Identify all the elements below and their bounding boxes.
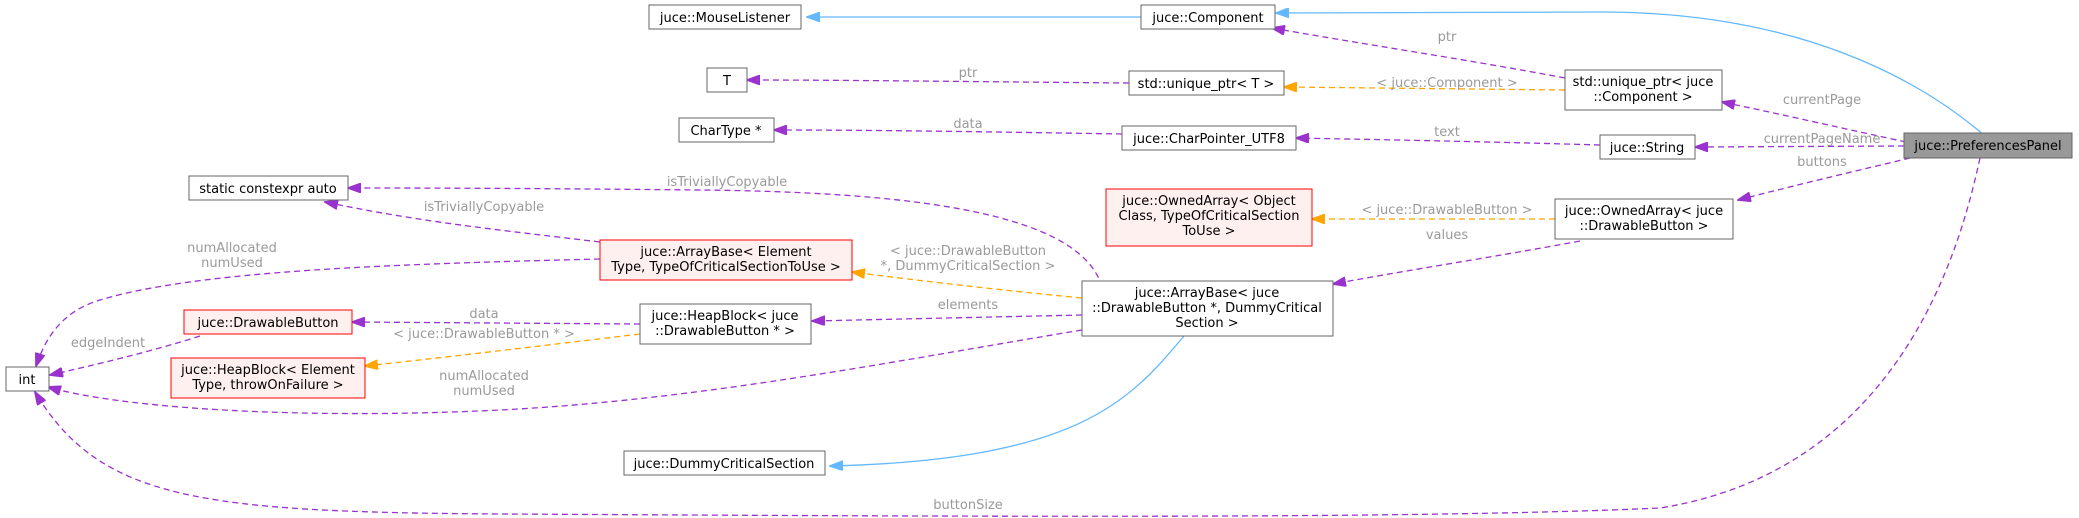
edge-current-page-name: [1695, 146, 1905, 147]
node-heapblock-element-label-1: juce::HeapBlock< Element: [180, 363, 355, 378]
node-heapblock-drawable-label-2: ::DrawableButton * >: [655, 324, 795, 339]
node-ownedarray-drawable-label-1: juce::OwnedArray< juce: [1564, 204, 1723, 219]
node-charpointer[interactable]: juce::CharPointer_UTF8: [1121, 125, 1297, 151]
node-heapblock-element-label-2: Type, throwOnFailure >: [191, 378, 343, 393]
label-edge-indent: edgeIndent: [71, 336, 145, 351]
node-unique-ptr-component[interactable]: std::unique_ptr< juce ::Component >: [1564, 69, 1723, 111]
node-ownedarray-object-label-3: ToUse >: [1182, 224, 1236, 239]
edge-elements: [812, 314, 1083, 321]
label-template-arraybase-a: < juce::DrawableButton: [890, 244, 1046, 259]
node-component-label: juce::Component: [1151, 11, 1263, 26]
label-button-size: buttonSize: [933, 498, 1003, 513]
node-unique-ptr-component-label-2: ::Component >: [1593, 90, 1692, 105]
node-preferences-panel-label: juce::PreferencesPanel: [1913, 139, 2061, 154]
edge-template-component: [1284, 87, 1566, 90]
label-template-component: < juce::Component >: [1376, 76, 1517, 91]
edge-ptr-t: [747, 80, 1130, 83]
edge-current-page: [1722, 102, 1907, 143]
node-arraybase-drawable-label-2: ::DrawableButton *, DummyCritical: [1092, 301, 1322, 316]
node-string[interactable]: juce::String: [1599, 134, 1696, 160]
label-text: text: [1434, 125, 1460, 140]
edge-edge-indent: [50, 335, 201, 375]
node-t-label: T: [722, 74, 731, 89]
node-heapblock-drawable-label-1: juce::HeapBlock< juce: [651, 309, 799, 324]
node-constexpr-auto[interactable]: static constexpr auto: [188, 175, 349, 201]
label-current-page: currentPage: [1783, 93, 1861, 108]
node-int[interactable]: int: [5, 366, 50, 392]
node-arraybase-drawable[interactable]: juce::ArrayBase< juce ::DrawableButton *…: [1081, 280, 1334, 337]
edge-inherits-dummy-critical: [830, 335, 1185, 466]
node-string-label: juce::String: [1609, 141, 1685, 156]
edge-preferencespanel-inherits-component: [1276, 12, 1986, 137]
label-num-allocated-2a: numAllocated: [439, 369, 529, 384]
node-unique-ptr-component-label-1: std::unique_ptr< juce: [1573, 75, 1714, 90]
node-preferences-panel[interactable]: juce::PreferencesPanel: [1903, 132, 2073, 159]
edge-button-size: [35, 157, 1981, 517]
node-arraybase-element-label-1: juce::ArrayBase< Element: [639, 245, 811, 260]
label-values: values: [1426, 228, 1469, 243]
edge-data-heap: [352, 322, 641, 324]
node-component[interactable]: juce::Component: [1140, 4, 1276, 30]
label-trivially-copyable-2: isTriviallyCopyable: [424, 200, 544, 215]
node-mouse-listener-label: juce::MouseListener: [659, 11, 791, 26]
node-ownedarray-object[interactable]: juce::OwnedArray< Object Class, TypeOfCr…: [1105, 188, 1313, 247]
label-data-chartype: data: [953, 117, 982, 132]
edge-num-allocated-1: [36, 258, 601, 366]
node-unique-ptr-t[interactable]: std::unique_ptr< T >: [1128, 70, 1285, 96]
node-charpointer-label: juce::CharPointer_UTF8: [1132, 132, 1285, 147]
node-unique-ptr-t-label: std::unique_ptr< T >: [1138, 77, 1275, 92]
label-ptr-t: ptr: [959, 66, 978, 81]
edge-ptr-component: [1272, 28, 1566, 79]
node-ownedarray-object-label-1: juce::OwnedArray< Object: [1121, 194, 1296, 209]
node-dummy-critical[interactable]: juce::DummyCriticalSection: [623, 450, 826, 476]
label-data-heap: data: [469, 307, 498, 322]
node-mouse-listener[interactable]: juce::MouseListener: [648, 4, 802, 30]
node-chartype[interactable]: CharType *: [678, 117, 775, 143]
edge-trivially-copyable-1: [348, 188, 1103, 288]
node-ownedarray-object-label-2: Class, TypeOfCriticalSection: [1119, 209, 1300, 224]
node-arraybase-element[interactable]: juce::ArrayBase< Element Type, TypeOfCri…: [599, 239, 853, 281]
node-heapblock-element[interactable]: juce::HeapBlock< Element Type, throwOnFa…: [170, 357, 366, 399]
node-arraybase-drawable-label-1: juce::ArrayBase< juce: [1134, 286, 1279, 301]
node-drawable-button-label: juce::DrawableButton: [196, 316, 338, 331]
edge-values: [1333, 240, 1581, 284]
label-ptr-component: ptr: [1438, 30, 1457, 45]
label-template-arraybase-b: *, DummyCriticalSection >: [881, 259, 1056, 274]
node-arraybase-drawable-label-3: Section >: [1175, 316, 1238, 331]
node-ownedarray-drawable-label-2: ::DrawableButton >: [1579, 219, 1708, 234]
edge-text: [1296, 138, 1601, 146]
label-current-page-name: currentPageName: [1764, 132, 1881, 147]
label-num-allocated-1a: numAllocated: [187, 241, 277, 256]
node-dummy-critical-label: juce::DummyCriticalSection: [633, 457, 815, 472]
label-buttons: buttons: [1797, 155, 1847, 170]
node-chartype-label: CharType *: [690, 124, 762, 139]
node-heapblock-drawable[interactable]: juce::HeapBlock< juce ::DrawableButton *…: [639, 303, 812, 345]
edge-num-allocated-2: [48, 329, 1083, 415]
edge-trivially-copyable-2: [325, 202, 601, 243]
label-elements: elements: [938, 298, 999, 313]
label-num-allocated-1b: numUsed: [201, 256, 263, 271]
label-template-drawable: < juce::DrawableButton >: [1361, 203, 1532, 218]
label-num-allocated-2b: numUsed: [453, 384, 515, 399]
node-int-label: int: [19, 373, 36, 388]
edge-template-arraybase: [852, 272, 1083, 299]
node-constexpr-auto-label: static constexpr auto: [199, 182, 337, 197]
edge-data-chartype: [774, 130, 1123, 134]
node-t[interactable]: T: [706, 67, 748, 93]
node-ownedarray-drawable[interactable]: juce::OwnedArray< juce ::DrawableButton …: [1554, 198, 1734, 240]
label-template-heapblock: < juce::DrawableButton * >: [393, 327, 575, 342]
label-trivially-copyable-1: isTriviallyCopyable: [667, 175, 787, 190]
node-drawable-button[interactable]: juce::DrawableButton: [183, 309, 353, 335]
node-arraybase-element-label-2: Type, TypeOfCriticalSectionToUse >: [610, 260, 841, 275]
edge-buttons: [1738, 157, 1911, 200]
